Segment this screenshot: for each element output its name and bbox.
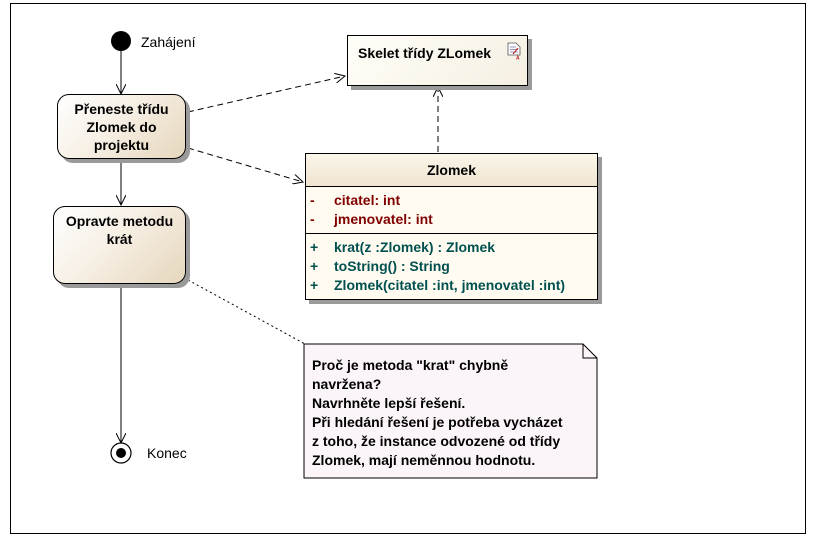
visibility-marker: + <box>310 277 319 293</box>
note-shape[interactable] <box>303 343 598 479</box>
document-artifact-icon: A <box>507 42 521 60</box>
attribute-row[interactable]: - citatel: int <box>310 191 597 210</box>
operation-row[interactable]: + toString() : String <box>310 257 597 276</box>
note-line: Při hledání řešení je potřeba vycházet <box>312 414 563 430</box>
attribute-row[interactable]: - jmenovatel: int <box>310 210 597 229</box>
note-line: navržena? <box>312 376 382 392</box>
note-line: Proč je metoda "krat" chybně <box>312 357 509 373</box>
note-line: Navrhněte lepší řešení. <box>312 395 466 411</box>
dependency-transfer-to-class[interactable] <box>187 147 303 182</box>
class-zlomek[interactable]: Zlomek - citatel: int - jmenovatel: int + k… <box>305 153 598 300</box>
initial-node[interactable] <box>111 31 131 51</box>
final-node-inner <box>116 448 126 458</box>
visibility-marker: - <box>310 192 315 208</box>
operation-text: krat(z :Zlomek) : Zlomek <box>334 239 496 255</box>
artifact-skeleton[interactable]: Skelet třídy ZLomek A <box>347 35 528 86</box>
class-name: Zlomek <box>306 154 597 187</box>
note-line: Zlomek, mají neměnnou hodnotu. <box>312 452 536 468</box>
start-label: Zahájení <box>141 34 196 50</box>
action-transfer-class[interactable]: Přeneste třídu Zlomek do projektu <box>57 94 186 159</box>
note-line: z toho, že instance odvozené od třídy <box>312 433 561 449</box>
action-fix-method[interactable]: Opravte metodu krát <box>53 206 186 284</box>
operation-row[interactable]: + Zlomek(citatel :int, jmenovatel :int) <box>310 276 597 295</box>
class-attributes: - citatel: int - jmenovatel: int <box>306 187 597 234</box>
note-anchor[interactable] <box>187 279 306 345</box>
artifact-title: Skelet třídy ZLomek <box>358 45 492 61</box>
visibility-marker: + <box>310 239 319 255</box>
visibility-marker: + <box>310 258 319 274</box>
end-label: Konec <box>147 445 187 461</box>
class-operations: + krat(z :Zlomek) : Zlomek + toString() : … <box>306 234 597 299</box>
operation-text: Zlomek(citatel :int, jmenovatel :int) <box>334 277 566 293</box>
note-fold <box>582 344 597 359</box>
svg-text:A: A <box>516 56 520 61</box>
attribute-text: citatel: int <box>334 192 401 208</box>
visibility-marker: - <box>310 211 315 227</box>
dependency-transfer-to-artifact[interactable] <box>187 76 345 113</box>
operation-text: toString() : String <box>334 258 450 274</box>
operation-row[interactable]: + krat(z :Zlomek) : Zlomek <box>310 238 597 257</box>
note-text: Proč je metoda "krat" chybně navržena? N… <box>304 344 594 478</box>
attribute-text: jmenovatel: int <box>334 211 433 227</box>
